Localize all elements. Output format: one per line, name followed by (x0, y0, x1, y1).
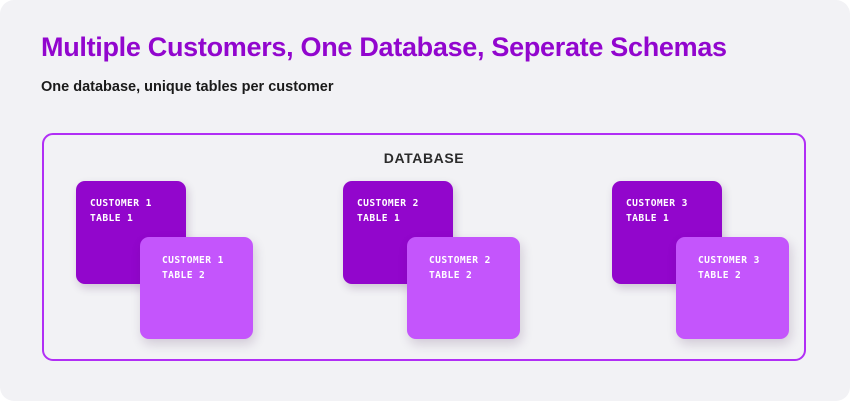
table-card-table-label: TABLE 2 (162, 270, 206, 281)
customer-group-2: CUSTOMER 2 TABLE 1 CUSTOMER 2 TABLE 2 (343, 135, 543, 363)
table-card-customer-3-table-2[interactable]: CUSTOMER 3 TABLE 2 (676, 237, 789, 339)
page-title: Multiple Customers, One Database, Sepera… (41, 32, 727, 62)
table-card-customer-label: CUSTOMER 3 (698, 255, 760, 266)
table-card-customer-1-table-2[interactable]: CUSTOMER 1 TABLE 2 (140, 237, 253, 339)
customer-group-1: CUSTOMER 1 TABLE 1 CUSTOMER 1 TABLE 2 (76, 135, 276, 363)
database-container: DATABASE CUSTOMER 1 TABLE 1 CUSTOMER 1 T… (42, 133, 806, 361)
table-card-customer-label: CUSTOMER 2 (429, 255, 491, 266)
table-card-customer-label: CUSTOMER 2 (357, 198, 419, 209)
table-card-customer-label: CUSTOMER 1 (90, 198, 152, 209)
page-subtitle: One database, unique tables per customer (41, 79, 334, 95)
table-card-table-label: TABLE 2 (698, 270, 742, 281)
customer-group-3: CUSTOMER 3 TABLE 1 CUSTOMER 3 TABLE 2 (612, 135, 812, 363)
table-card-table-label: TABLE 1 (626, 213, 670, 224)
database-label: DATABASE (383, 150, 465, 166)
header: Multiple Customers, One Database, Sepera… (41, 30, 801, 97)
table-card-customer-label: CUSTOMER 3 (626, 198, 688, 209)
table-card-table-label: TABLE 1 (90, 213, 134, 224)
table-card-customer-2-table-2[interactable]: CUSTOMER 2 TABLE 2 (407, 237, 520, 339)
table-card-table-label: TABLE 1 (357, 213, 401, 224)
table-card-customer-label: CUSTOMER 1 (162, 255, 224, 266)
table-card-table-label: TABLE 2 (429, 270, 473, 281)
